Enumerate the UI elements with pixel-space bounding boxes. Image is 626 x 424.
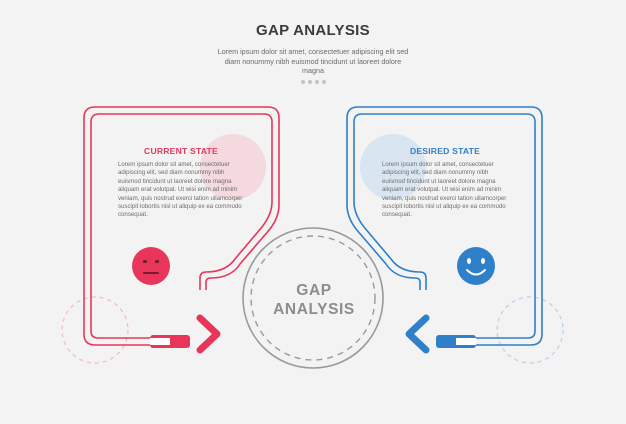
gap-analysis-label: GAP ANALYSIS <box>273 282 355 318</box>
current-arrow <box>150 314 221 354</box>
gap-outer-circle <box>242 227 384 369</box>
dot <box>315 80 319 84</box>
gap-inner-dashed-circle <box>250 235 376 361</box>
dot <box>322 80 326 84</box>
pagination-dots <box>301 80 326 84</box>
decor-dashed-circle-right <box>496 296 564 364</box>
decor-dashed-circle-left <box>61 296 129 364</box>
desired-state-frame <box>346 106 543 346</box>
desired-state-heading: DESIRED STATE <box>409 146 481 156</box>
dot <box>308 80 312 84</box>
current-soft-circle <box>200 134 266 200</box>
page-subtitle: Lorem ipsum dolor sit amet, consectetuer… <box>217 47 409 76</box>
dot <box>301 80 305 84</box>
neutral-face-icon <box>132 247 170 285</box>
page-title: GAP ANALYSIS <box>256 22 370 39</box>
current-state-frame <box>83 106 280 346</box>
desired-arrow <box>405 314 476 354</box>
desired-soft-circle <box>360 134 426 200</box>
current-state-heading: CURRENT STATE <box>144 146 218 156</box>
desired-state-body: Lorem ipsum dolor sit amet, consectetuer… <box>382 161 507 219</box>
current-state-body: Lorem ipsum dolor sit amet, consectetuer… <box>118 161 243 219</box>
smiley-face-icon <box>457 247 495 285</box>
